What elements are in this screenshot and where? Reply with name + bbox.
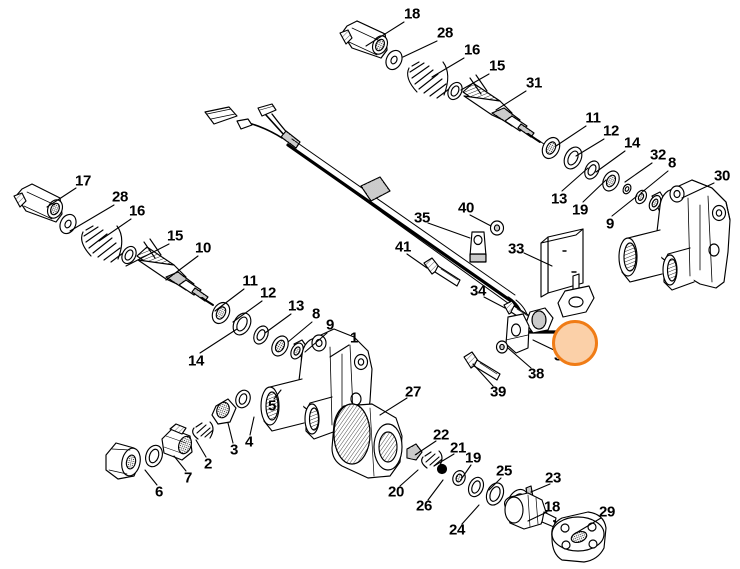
part-16-spring-left	[81, 225, 124, 263]
callout-c13b[interactable]: 13	[287, 297, 305, 315]
part-14-backup-ring-top	[602, 170, 620, 192]
part-15-oring-left	[121, 245, 137, 265]
callout-c15b[interactable]: 15	[166, 227, 184, 245]
callout-c11a[interactable]: 11	[585, 109, 601, 127]
part-13-bearing-left	[271, 335, 289, 357]
callout-c2[interactable]: 2	[203, 455, 213, 473]
part-11-seal-ring-top	[541, 136, 561, 160]
callout-c34[interactable]: 34	[469, 282, 487, 300]
callout-c17[interactable]: 17	[74, 172, 92, 190]
part-19-oring-small	[467, 476, 485, 498]
part-29-end-flange	[551, 511, 607, 563]
part-18-cylinder-top	[339, 20, 389, 59]
callout-c33[interactable]: 33	[507, 240, 525, 258]
part-28-washer-left	[59, 213, 77, 235]
callout-c25[interactable]: 25	[495, 462, 513, 480]
part-31-valve-spool	[462, 74, 548, 147]
callout-c5[interactable]: 5	[267, 397, 277, 415]
callout-c41[interactable]: 41	[394, 238, 412, 256]
part-17-cylinder-left	[13, 183, 64, 223]
part-13-ring-top	[584, 160, 600, 180]
callout-c27[interactable]: 27	[404, 383, 422, 401]
callout-c40[interactable]: 40	[457, 199, 475, 217]
part-18-cylinder-bottom	[503, 492, 565, 530]
part-35-cable-clamp	[469, 231, 487, 263]
callout-c19a[interactable]: 19	[571, 201, 589, 219]
callout-c14b[interactable]: 14	[187, 352, 205, 370]
part-4-fitting-elbow	[211, 398, 237, 425]
part-22-retaining-clip	[406, 443, 423, 461]
callout-c11b[interactable]: 11	[242, 272, 258, 290]
callout-c19b[interactable]: 19	[464, 449, 482, 467]
part-10-valve-spool-left	[136, 238, 214, 306]
callout-c6[interactable]: 6	[154, 483, 164, 501]
callout-c16a[interactable]: 16	[463, 41, 481, 59]
callout-c4[interactable]: 4	[244, 433, 254, 451]
callout-c26[interactable]: 26	[415, 497, 433, 515]
callout-c29[interactable]: 29	[598, 503, 616, 521]
callout-c32[interactable]: 32	[649, 146, 667, 164]
part-19-washer-top	[622, 183, 632, 195]
part-16-spring-top	[407, 61, 450, 99]
part-15-oring-top	[447, 81, 463, 101]
callout-c10[interactable]: 10	[194, 239, 212, 257]
callout-c28a[interactable]: 28	[436, 24, 454, 42]
callout-c8a[interactable]: 8	[667, 154, 677, 172]
part-39-socket-bolt	[463, 351, 501, 381]
callout-c14a[interactable]: 14	[623, 134, 641, 152]
callout-c20[interactable]: 20	[387, 483, 405, 501]
part-30-valve-housing-right	[618, 179, 731, 291]
callout-c3[interactable]: 3	[229, 441, 239, 459]
callout-c21[interactable]: 21	[449, 439, 467, 457]
part-2-valve-cartridge	[161, 423, 193, 461]
leader-lines	[46, 21, 715, 534]
callout-c24[interactable]: 24	[448, 521, 466, 539]
callout-c22[interactable]: 22	[432, 426, 450, 444]
highlight-circle-part-36[interactable]	[552, 320, 598, 366]
callout-c39[interactable]: 39	[489, 383, 507, 401]
part-6-end-cap-nut	[105, 442, 141, 480]
callout-c18b[interactable]: 18	[543, 498, 561, 516]
part-5-oring-port	[235, 389, 251, 409]
part-27-filter-element	[331, 403, 403, 479]
callout-c12b[interactable]: 12	[259, 284, 277, 302]
part-33-control-module	[540, 228, 595, 318]
callout-c31[interactable]: 31	[525, 74, 543, 92]
callout-c38[interactable]: 38	[527, 365, 545, 383]
callout-c15a[interactable]: 15	[488, 57, 506, 75]
part-3-spring-small	[192, 421, 214, 440]
part-41-hex-bolt	[423, 257, 461, 287]
part-38-washer	[495, 340, 509, 354]
part-12-oring-left	[232, 312, 252, 336]
callout-c9a[interactable]: 9	[605, 215, 615, 233]
callout-c1[interactable]: 1	[349, 329, 359, 347]
callout-c9b[interactable]: 9	[325, 316, 335, 334]
part-7-oring-cap	[145, 444, 163, 468]
cable-hose-assembly	[204, 103, 570, 338]
part-26-seat-washer	[452, 470, 466, 486]
callout-c7[interactable]: 7	[183, 469, 193, 487]
callout-c16b[interactable]: 16	[128, 202, 146, 220]
callout-c35[interactable]: 35	[413, 209, 431, 227]
part-14-ring-left	[253, 325, 269, 345]
callout-c30[interactable]: 30	[713, 167, 731, 185]
part-28-washer-top	[385, 49, 403, 71]
callout-c23[interactable]: 23	[544, 469, 562, 487]
callout-c8b[interactable]: 8	[311, 305, 321, 323]
part-20-ball	[436, 463, 448, 475]
part-12-oring-top	[563, 146, 583, 170]
part-40-lock-washer	[489, 220, 505, 236]
callout-c13a[interactable]: 13	[550, 190, 568, 208]
part-37-bracket-plate	[505, 313, 530, 354]
callout-c28b[interactable]: 28	[111, 188, 129, 206]
callout-c18a[interactable]: 18	[403, 5, 421, 23]
callout-c12a[interactable]: 12	[602, 122, 620, 140]
